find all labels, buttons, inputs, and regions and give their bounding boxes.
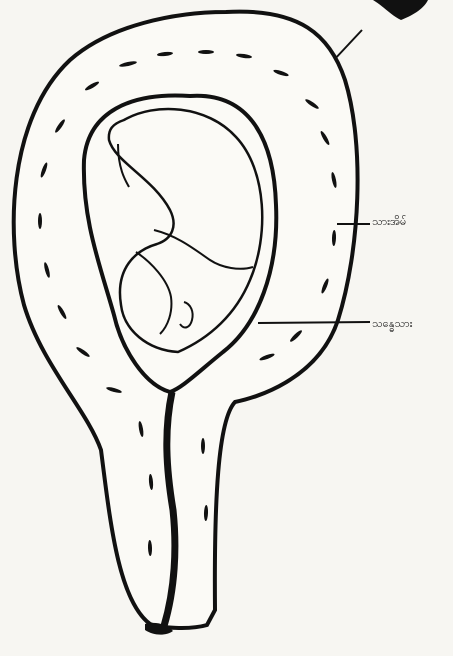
fetus-label: သန္ဓေသား xyxy=(372,318,412,329)
fetus-pointer-line xyxy=(258,322,370,323)
pointer-tip xyxy=(373,0,428,20)
uterus-label: သားအိမ် xyxy=(372,216,406,227)
